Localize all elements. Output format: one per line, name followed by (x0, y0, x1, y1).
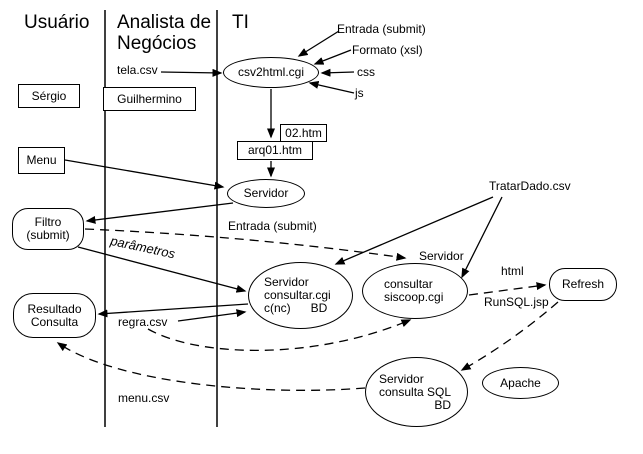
arrow-formato-to-csv2html (313, 49, 352, 65)
label-servidor-ref: Servidor (419, 249, 464, 263)
arrow-filtro-parametros-to-consultarcgi (77, 246, 247, 293)
arrow-servidor-to-filtro (85, 202, 234, 224)
arrow-tratardado-to-consultarcgi (334, 196, 494, 265)
label-js: js (355, 86, 364, 100)
node-apache-label: Apache (500, 375, 541, 390)
node-servidor-label: Servidor (243, 186, 289, 200)
node-apache: Apache (482, 367, 559, 399)
lane-header-ti: TI (232, 12, 249, 33)
node-02htm: 02.htm (280, 124, 327, 142)
arrow-menu-to-servidor (64, 159, 225, 190)
node-servidor-consulta-sql: Servidor consulta SQL BD (365, 357, 468, 427)
label-tela-csv: tela.csv (117, 63, 158, 77)
node-resultado-line2: Consulta (30, 314, 79, 329)
arrow-js-to-csv2html (308, 80, 355, 94)
node-resultado-consulta: Resultado Consulta (13, 293, 96, 338)
arrow-regra-to-consultarcgi (177, 309, 247, 322)
node-menu-label: Menu (26, 153, 57, 167)
node-siscoop-line2: siscoop.cgi (384, 290, 444, 304)
node-servidor-consultar-cgi: Servidor consultar.cgi c(nc) BD (248, 262, 353, 329)
dashed-arrow-refresh-runsql-to-sql (460, 301, 559, 371)
node-sergio-label: Sérgio (31, 88, 67, 103)
label-formato-xsl: Formato (xsl) (352, 43, 423, 57)
node-sql-line3: BD (434, 397, 451, 412)
node-filtro-submit: Filtro (submit) (12, 208, 84, 250)
arrow-consultarcgi-to-resultado (97, 303, 249, 318)
label-entrada-submit-mid: Entrada (submit) (228, 219, 317, 233)
label-html: html (501, 264, 524, 278)
label-menu-csv: menu.csv (118, 391, 170, 405)
node-arq01htm: arq01.htm (237, 141, 313, 160)
dashed-arrow-regra-to-siscoop (147, 319, 412, 352)
node-siscoop-line1: consultar (384, 277, 433, 291)
node-guilhermino: Guilhermino (103, 87, 196, 111)
node-filtro-line2: (submit) (26, 228, 70, 242)
node-resultado-line1: Resultado (27, 301, 82, 316)
label-css: css (357, 65, 375, 79)
node-guilhermino-label: Guilhermino (117, 91, 182, 106)
arrow-css-to-csv2html (320, 68, 355, 77)
node-sql-line1: Servidor (379, 371, 424, 386)
label-runsql-jsp: RunSQL.jsp (484, 295, 549, 309)
node-servidor: Servidor (227, 179, 305, 208)
arrow-tratardado-to-siscoop (461, 196, 503, 279)
node-csv2html-label: csv2html.cgi (237, 65, 305, 79)
node-arq01htm-label: arq01.htm (247, 143, 303, 157)
label-regra-csv: regra.csv (118, 315, 168, 329)
node-sergio: Sérgio (18, 84, 80, 108)
node-menu: Menu (18, 147, 65, 174)
lane-header-usuario: Usuário (24, 12, 90, 33)
lane-header-analista: Analista de Negócios (117, 12, 212, 54)
arrow-entrada-to-csv2html (297, 30, 340, 57)
node-consultarcgi-line3: c(nc) BD (264, 301, 328, 315)
label-tratardado-csv: TratarDado.csv (489, 179, 571, 193)
node-refresh: Refresh (549, 268, 617, 301)
dashed-arrow-sql-menucsv-to-resultado (56, 342, 366, 391)
node-refresh-label: Refresh (561, 277, 605, 291)
node-sql-line2: consulta SQL (379, 384, 452, 399)
dashed-arrow-siscoop-html-to-refresh (468, 282, 547, 296)
node-consultarcgi-line1: Servidor (264, 275, 309, 289)
node-csv2html-cgi: csv2html.cgi (223, 57, 319, 88)
node-02htm-label: 02.htm (285, 125, 322, 140)
node-filtro-line1: Filtro (34, 215, 62, 229)
node-consultar-siscoop-cgi: consultar siscoop.cgi (362, 263, 468, 319)
arrow-tela-to-csv2html (160, 68, 223, 77)
node-consultarcgi-line2: consultar.cgi (264, 288, 331, 302)
label-entrada-submit-top: Entrada (submit) (337, 22, 426, 36)
